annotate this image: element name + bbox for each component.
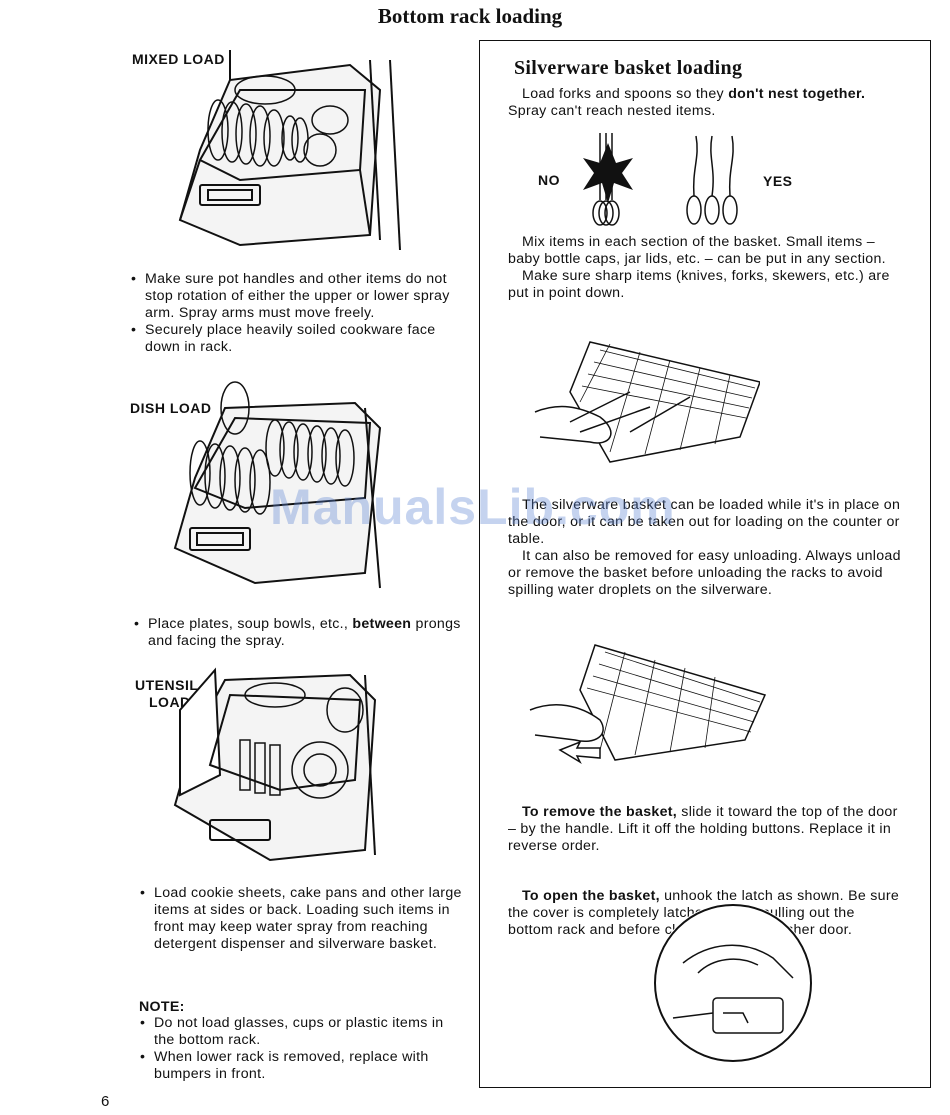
remove-basket-text: To remove the basket, slide it toward th… [508,804,898,854]
silverware-mix-text: Mix items in each section of the basket.… [508,234,890,301]
dish-load-illustration [173,381,382,589]
silverware-intro: Load forks and spoons so they don't nest… [508,86,866,119]
bullet-item: When lower rack is removed, replace with… [138,1049,463,1083]
watermark: ManualsLib.com [270,479,676,535]
dish-load-bullets: Place plates, soup bowls, etc., between … [132,616,462,650]
utensil-load-label: UTENSIL LOAD [135,677,199,710]
mixed-load-bullets: Make sure pot handles and other items do… [129,271,459,356]
silverware-panel [479,40,931,1088]
basket-removal-text: The silverware basket can be loaded whil… [508,497,901,598]
page-title: Bottom rack loading [377,4,563,28]
yes-label: YES [763,173,793,189]
bullet-item: Securely place heavily soiled cookware f… [129,322,459,356]
separated-spoons-icon [686,135,738,225]
silverware-heading: Silverware basket loading [514,57,743,79]
bullet-item: Load cookie sheets, cake pans and other … [138,885,463,953]
latch-illustration [653,903,813,1063]
nested-spoons-icon [583,133,633,226]
mixed-load-label: MIXED LOAD [132,51,225,67]
page-number: 6 [101,1093,110,1110]
basket-loading-illustration [534,341,760,463]
mixed-load-illustration [178,50,401,251]
basket-removal-illustration [529,644,767,764]
bullet-item: Do not load glasses, cups or plastic ite… [138,1015,463,1049]
bullet-item: Place plates, soup bowls, etc., between … [132,616,462,650]
utensil-load-illustration [173,667,377,862]
bullet-item: Make sure pot handles and other items do… [129,271,459,322]
dish-load-label: DISH LOAD [130,400,212,416]
no-label: NO [538,172,560,188]
note-heading: NOTE: [139,999,185,1015]
note-bullets: Do not load glasses, cups or plastic ite… [138,1015,463,1083]
utensil-load-bullets: Load cookie sheets, cake pans and other … [138,885,463,953]
